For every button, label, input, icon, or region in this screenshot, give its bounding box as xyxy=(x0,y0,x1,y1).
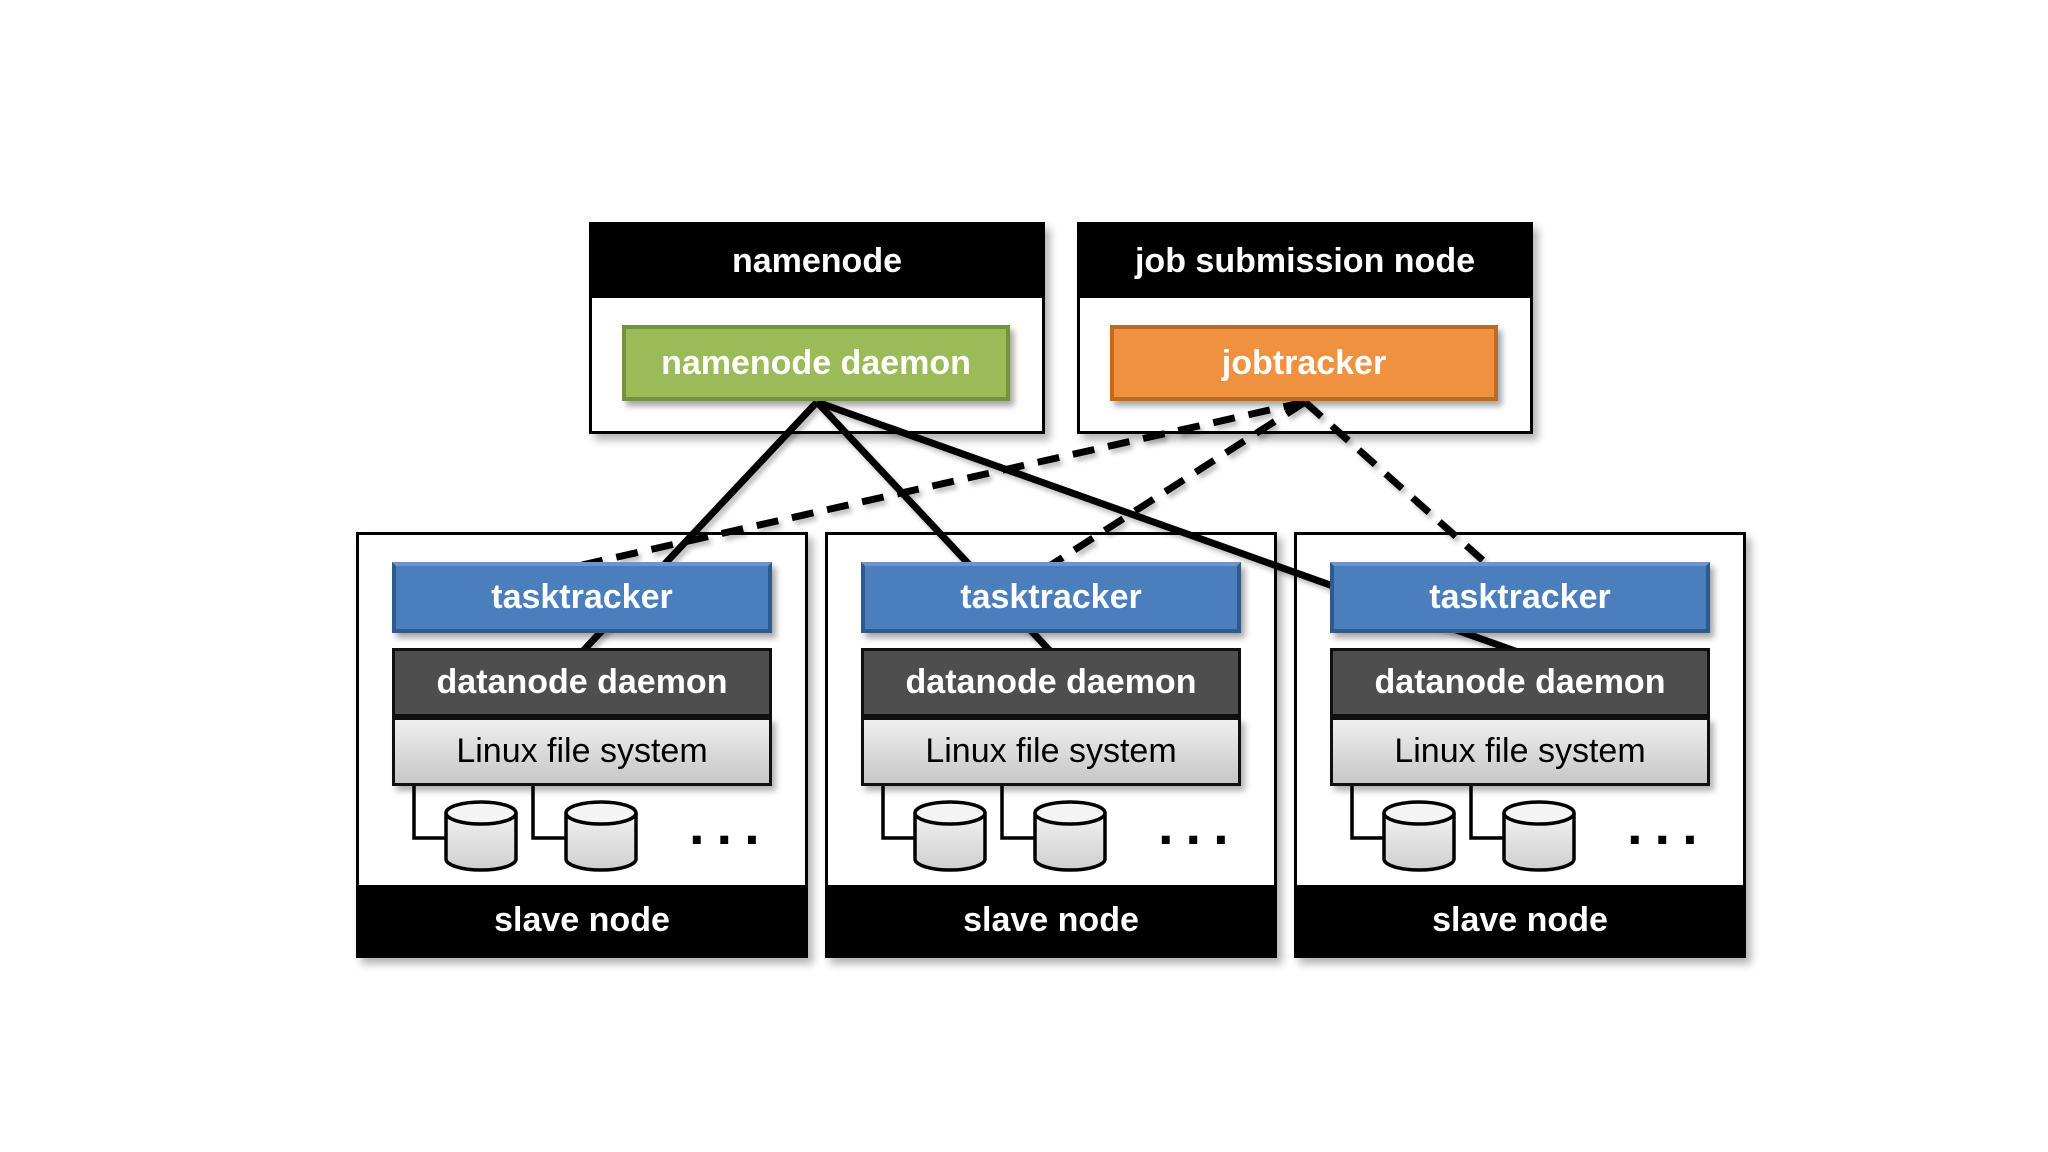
slave-node-1-box: tasktracker datanode daemon Linux file s… xyxy=(356,532,808,958)
tasktracker-box-1: tasktracker xyxy=(392,562,772,633)
linux-file-system-label-3: Linux file system xyxy=(1394,732,1646,770)
namenode-title: namenode xyxy=(592,225,1042,298)
slave-node-3-footer-label: slave node xyxy=(1432,900,1608,939)
more-disks-ellipsis: ... xyxy=(1627,793,1710,856)
tasktracker-label-1: tasktracker xyxy=(491,578,673,616)
jobtracker-box: jobtracker xyxy=(1110,325,1498,401)
tasktracker-box-2: tasktracker xyxy=(861,562,1241,633)
disk-connector-icon xyxy=(1469,782,1504,840)
namenode-daemon-box: namenode daemon xyxy=(622,325,1010,401)
linux-file-system-box-1: Linux file system xyxy=(392,717,772,786)
namenode-title-label: namenode xyxy=(731,242,903,280)
datanode-daemon-label-2: datanode daemon xyxy=(905,663,1197,701)
namenode-box: namenode namenode daemon xyxy=(589,222,1045,434)
job-submission-node-title-label: job submission node xyxy=(1134,242,1476,280)
datanode-daemon-label-1: datanode daemon xyxy=(436,663,728,701)
jobtracker-label: jobtracker xyxy=(1221,343,1387,382)
linux-file-system-label-2: Linux file system xyxy=(925,732,1177,770)
datanode-daemon-box-2: datanode daemon xyxy=(861,648,1241,717)
slave-node-3-box: tasktracker datanode daemon Linux file s… xyxy=(1294,532,1746,958)
datanode-daemon-box-1: datanode daemon xyxy=(392,648,772,717)
slave-node-2-footer: slave node xyxy=(828,885,1274,955)
disk-cylinder-icon xyxy=(444,800,518,872)
job-submission-node-title: job submission node xyxy=(1080,225,1530,298)
disk-cylinders-3 xyxy=(1350,782,1576,872)
disk-cylinder-icon xyxy=(913,800,987,872)
disk-cylinder-icon xyxy=(1382,800,1456,872)
linux-file-system-box-3: Linux file system xyxy=(1330,717,1710,786)
disk-cylinder-icon xyxy=(1033,800,1107,872)
disk-connector-icon xyxy=(412,782,446,840)
namenode-daemon-label: namenode daemon xyxy=(661,343,971,382)
tasktracker-label-3: tasktracker xyxy=(1429,578,1611,616)
linux-file-system-box-2: Linux file system xyxy=(861,717,1241,786)
disk-connector-icon xyxy=(531,782,566,840)
disk-cylinder-icon xyxy=(1502,800,1576,872)
slave-node-2-footer-label: slave node xyxy=(963,900,1139,939)
more-disks-ellipsis: ... xyxy=(689,793,772,856)
slave-node-1-footer: slave node xyxy=(359,885,805,955)
disk-cylinders-2 xyxy=(881,782,1107,872)
disk-connector-icon xyxy=(1000,782,1035,840)
slave-node-3-footer: slave node xyxy=(1297,885,1743,955)
disk-connector-icon xyxy=(881,782,915,840)
disk-connector-icon xyxy=(1350,782,1384,840)
disk-cylinder-icon xyxy=(564,800,638,872)
more-disks-ellipsis: ... xyxy=(1158,793,1241,856)
datanode-daemon-label-3: datanode daemon xyxy=(1374,663,1666,701)
tasktracker-label-2: tasktracker xyxy=(960,578,1142,616)
disk-cylinders-1 xyxy=(412,782,638,872)
linux-file-system-label-1: Linux file system xyxy=(456,732,708,770)
slave-node-2-box: tasktracker datanode daemon Linux file s… xyxy=(825,532,1277,958)
datanode-daemon-box-3: datanode daemon xyxy=(1330,648,1710,717)
slave-node-1-footer-label: slave node xyxy=(494,900,670,939)
tasktracker-box-3: tasktracker xyxy=(1330,562,1710,633)
job-submission-node-box: job submission node jobtracker xyxy=(1077,222,1533,434)
